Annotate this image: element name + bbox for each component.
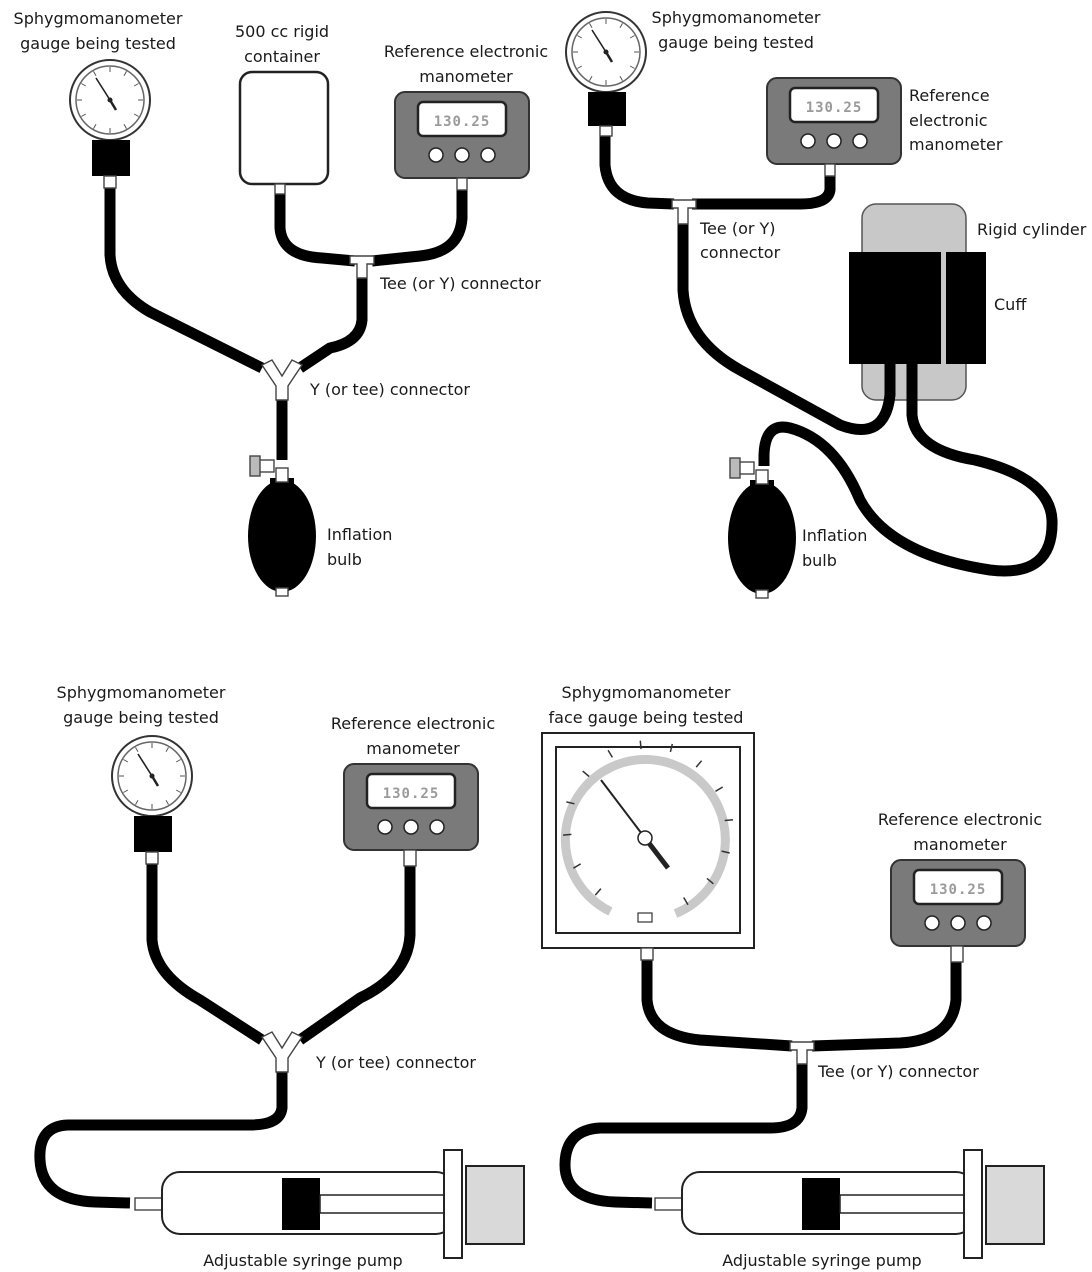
fitting <box>599 125 613 137</box>
gauge-under-test-icon <box>110 734 194 818</box>
gauge-label: Sphygmomanometer <box>562 683 731 702</box>
hose <box>559 1062 808 1209</box>
manometer-display: 130.25 <box>930 882 987 898</box>
bulb-label: bulb <box>327 550 362 569</box>
container-label: 500 cc rigid <box>235 22 329 41</box>
hose <box>371 188 468 267</box>
tee-connector-label: connector <box>700 243 781 262</box>
fitting <box>403 849 417 867</box>
reference-label: manometer <box>366 739 460 758</box>
fitting <box>274 183 286 195</box>
panel-top-left: 130.25 Sphygmomanometer gauge being test… <box>14 9 548 597</box>
reference-label: Reference electronic <box>384 42 548 61</box>
gauge-label: Sphygmomanometer <box>57 683 226 702</box>
gauge-under-test-icon <box>564 10 648 94</box>
manometer-display: 130.25 <box>434 114 491 130</box>
reference-label: manometer <box>909 135 1003 154</box>
manometer-display: 130.25 <box>383 786 440 802</box>
gauge-stem <box>588 92 626 126</box>
y-connector-icon <box>260 359 304 401</box>
inflation-bulb-icon <box>247 455 317 597</box>
tee-connector-icon <box>789 1041 815 1065</box>
syringe-pump-icon <box>654 1149 1045 1259</box>
fitting <box>103 175 117 189</box>
hose <box>104 186 265 373</box>
reference-label: Reference <box>909 86 990 105</box>
tee-connector-icon <box>671 199 697 225</box>
face-gauge-under-test <box>541 732 755 961</box>
cylinder-label: Rigid cylinder <box>977 220 1087 239</box>
fitting <box>824 163 836 177</box>
hose <box>296 866 416 1045</box>
manometer-display: 130.25 <box>806 100 863 116</box>
hose <box>692 172 836 210</box>
hose <box>758 360 1058 577</box>
gauge-label: gauge being tested <box>658 33 814 52</box>
hose <box>34 1070 288 1209</box>
reference-label: manometer <box>913 835 1007 854</box>
tee-connector-icon <box>349 255 375 279</box>
hose <box>677 222 896 435</box>
bulb-label: Inflation <box>802 526 867 545</box>
panel-top-right: 130.25 Sphygmomanometer gauge being test… <box>564 8 1087 599</box>
y-connector-label: Y (or tee) connector <box>315 1053 476 1072</box>
reference-manometer-icon <box>889 858 1027 948</box>
hose <box>599 135 675 210</box>
bulb-label: bulb <box>802 551 837 570</box>
reference-manometer-icon <box>342 762 480 852</box>
container-label: container <box>244 47 320 66</box>
hose <box>146 862 265 1045</box>
fitting <box>145 851 159 865</box>
panel-bottom-right: 130.25 Sphygmomanometer face gauge being… <box>541 683 1045 1270</box>
rigid-container <box>238 70 330 186</box>
bulb-label: Inflation <box>327 525 392 544</box>
dial-window <box>637 912 653 923</box>
gauge-stem <box>134 816 172 852</box>
cuff <box>849 252 941 364</box>
hose <box>296 276 368 373</box>
tee-connector-label: Tee (or Y) <box>699 219 776 238</box>
inflation-bulb-icon <box>727 457 797 599</box>
syringe-pump-icon <box>134 1149 525 1259</box>
dial-arc <box>560 755 730 918</box>
pump-label: Adjustable syringe pump <box>722 1251 921 1270</box>
gauge-label: gauge being tested <box>20 34 176 53</box>
reference-label: Reference electronic <box>331 714 495 733</box>
cuff <box>946 252 986 364</box>
reference-manometer-icon <box>765 76 903 166</box>
cuff-label: Cuff <box>994 295 1027 314</box>
gauge-stem <box>92 140 130 176</box>
tee-connector-label: Tee (or Y) connector <box>379 274 541 293</box>
gauge-label: Sphygmomanometer <box>652 8 821 27</box>
reference-label: Reference electronic <box>878 810 1042 829</box>
hose <box>274 192 356 267</box>
hose <box>811 960 962 1052</box>
gauge-label: face gauge being tested <box>549 708 744 727</box>
tee-connector-label: Tee (or Y) connector <box>817 1062 979 1081</box>
reference-manometer-icon <box>393 90 531 180</box>
y-connector-icon <box>260 1031 304 1073</box>
gauge-label: Sphygmomanometer <box>14 9 183 28</box>
gauge-under-test-icon <box>68 58 152 142</box>
y-connector-label: Y (or tee) connector <box>309 380 470 399</box>
fitting <box>950 945 964 963</box>
hose <box>641 958 793 1052</box>
reference-label: electronic <box>909 111 988 130</box>
panel-bottom-left: 130.25 Sphygmomanometer gauge being test… <box>34 683 525 1270</box>
pump-label: Adjustable syringe pump <box>203 1251 402 1270</box>
fitting <box>456 177 468 191</box>
reference-label: manometer <box>419 67 513 86</box>
gauge-label: gauge being tested <box>63 708 219 727</box>
